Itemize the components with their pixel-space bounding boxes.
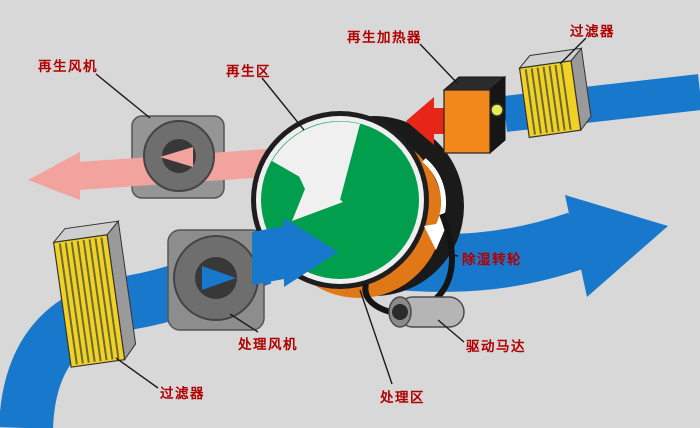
leader-regen-heater — [419, 43, 459, 85]
label-filter-top: 过滤器 — [570, 24, 615, 39]
regen-fan-inlet — [143, 120, 215, 192]
leader-regen-zone — [261, 77, 305, 131]
regen-airflow-icon — [160, 147, 193, 167]
process-fan — [167, 229, 265, 331]
label-filter-bottom: 过滤器 — [160, 386, 205, 401]
label-process-fan: 处理风机 — [238, 337, 298, 352]
label-regen-zone: 再生区 — [226, 64, 271, 79]
leader-drive-motor — [437, 319, 465, 343]
leader-filter-bottom — [115, 357, 159, 389]
label-regen-heater: 再生加热器 — [347, 30, 422, 45]
leader-process-zone — [359, 289, 393, 385]
heater-indicator-lamp — [490, 103, 504, 117]
process-air-inlet-arrowhead — [252, 218, 338, 287]
process-filter — [52, 219, 137, 368]
leader-process-fan — [229, 313, 259, 333]
wheel-flow-chevron — [290, 157, 343, 221]
label-wheel: 除湿转轮 — [462, 252, 522, 267]
regen-heater — [442, 75, 507, 155]
leader-filter-top — [559, 37, 587, 65]
regen-filter — [518, 47, 592, 139]
filter-pleats — [524, 64, 572, 135]
label-drive-motor: 驱动马达 — [466, 339, 526, 354]
wheel-rotation-arrow — [422, 158, 446, 230]
leader-wheel — [433, 251, 459, 257]
label-process-zone: 处理区 — [380, 390, 425, 405]
wheel-regen-sector — [272, 121, 360, 200]
drive-motor — [362, 212, 465, 328]
leader-regen-fan — [95, 73, 151, 119]
motor-pulley — [392, 304, 408, 320]
label-regen-fan: 再生风机 — [38, 59, 98, 74]
leader-lines — [95, 37, 587, 389]
process-airflow-icon — [202, 266, 236, 290]
filter-pleats — [58, 237, 120, 365]
